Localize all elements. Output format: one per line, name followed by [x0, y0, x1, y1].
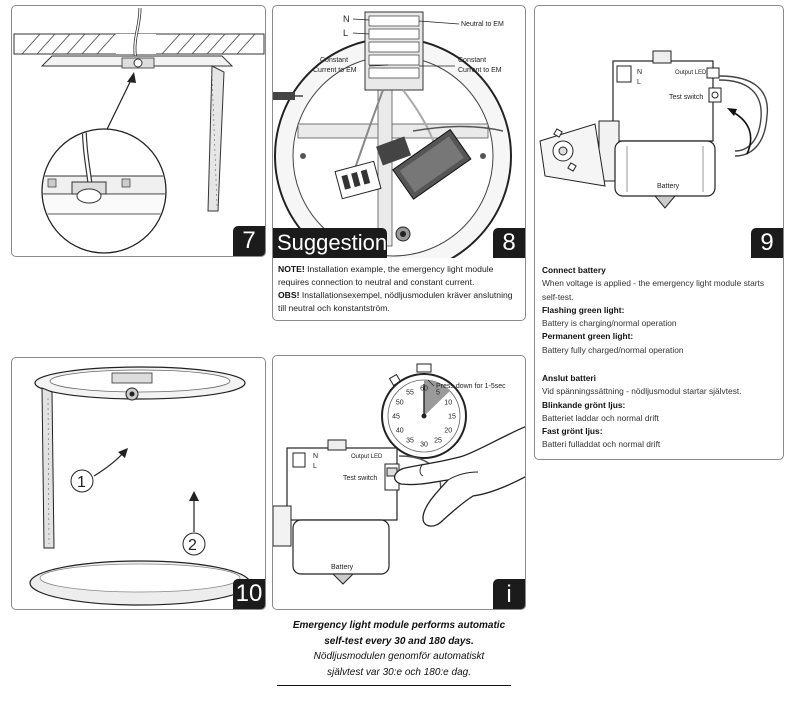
battery-connection-illustration: N L Output LED Test switch Battery: [539, 50, 769, 209]
test-switch-i-label: Test switch: [343, 475, 377, 482]
battery-instructions-sv: Anslut batteri Vid spänningssättning - n…: [542, 372, 780, 452]
anslut-batteri-text: Vid spänningssättning - nödljusmodul sta…: [542, 386, 742, 397]
terminal-label-n: N: [343, 14, 350, 24]
stopwatch-tick-label: 25: [434, 438, 442, 445]
battery-instructions-en: Connect battery When voltage is applied …: [542, 264, 780, 357]
blinkande-text: Batteriet laddar och normal drift: [542, 412, 659, 423]
output-led-i-label: Output LED: [351, 454, 383, 460]
permanent-green-heading: Permanent green light:: [542, 331, 634, 342]
module-label-l: L: [637, 79, 641, 86]
caption-rule: [277, 685, 511, 687]
connect-battery-heading: Connect battery: [542, 265, 606, 275]
stopwatch-tick-label: 30: [420, 442, 428, 449]
constant-current-right-2: Current to EM: [458, 67, 502, 74]
step-number-7: 7: [233, 226, 265, 256]
panel-step-9: N L Output LED Test switch Battery 9 Con…: [534, 5, 784, 460]
caption-en-line-1: Emergency light module performs automati…: [292, 620, 506, 631]
stopwatch-tick-label: 45: [392, 414, 400, 421]
caption-sv-line-2: självtest var 30:e och 180:e dag.: [327, 666, 471, 678]
installation-note: NOTE! Installation example, the emergenc…: [278, 263, 523, 315]
flashing-green-text: Battery is charging/normal operation: [542, 318, 677, 329]
fast-gront-heading: Fast grönt ljus:: [542, 426, 603, 437]
module-i-label-n: N: [313, 453, 318, 460]
fast-gront-text: Batteri fulladdat och normal drift: [542, 439, 661, 450]
stopwatch-tick-label: 55: [406, 389, 414, 396]
wiring-illustration: N L Neutral to EM Constant Current to EM…: [273, 11, 512, 258]
anslut-batteri-heading: Anslut batteri: [542, 373, 596, 383]
caption-sv-line-1: Nödljusmodulen genomför automatiskt: [313, 651, 485, 662]
note-sv-label: OBS!: [278, 290, 300, 300]
permanent-green-text: Battery fully charged/normal operation: [542, 344, 684, 355]
panel-step-8: N L Neutral to EM Constant Current to EM…: [272, 5, 526, 321]
step-number-9: 9: [751, 228, 783, 258]
blinkande-heading: Blinkande grönt ljus:: [542, 399, 626, 410]
connect-battery-text: When voltage is applied - the emergency …: [542, 278, 765, 302]
terminal-label-l: L: [343, 28, 348, 38]
flashing-green-heading: Flashing green light:: [542, 304, 625, 315]
diffuser-mounting-illustration: 1 2: [29, 366, 251, 606]
suggestion-badge: Suggestion: [273, 228, 387, 258]
press-down-label: Press down for 1-5sec: [436, 383, 506, 390]
stopwatch-tick-label: 60: [420, 386, 428, 393]
note-en-label: NOTE!: [278, 264, 305, 274]
panel-step-10: 1 2 10: [11, 357, 266, 610]
battery-label: Battery: [657, 183, 680, 190]
stopwatch-tick-label: 20: [444, 428, 452, 435]
panel-step-7: 7: [11, 5, 266, 257]
constant-current-right-1: Constant: [458, 57, 486, 64]
module-label-n: N: [637, 69, 642, 76]
constant-current-left-1: Constant: [320, 57, 348, 64]
constant-current-left-2: Current to EM: [313, 67, 357, 74]
step-number-10: 10: [233, 579, 265, 609]
stopwatch-tick-label: 35: [406, 438, 414, 445]
output-led-label: Output LED: [675, 70, 707, 76]
self-test-caption: Emergency light module performs automati…: [272, 618, 526, 680]
module-i-label-l: L: [313, 463, 317, 470]
battery-i-label: Battery: [331, 564, 354, 571]
test-switch-label: Test switch: [669, 94, 703, 101]
stopwatch-tick-label: 5: [436, 389, 440, 396]
stopwatch-tick-label: 15: [448, 414, 456, 421]
note-sv-text: Installationsexempel, nödljusmodulen krä…: [278, 290, 513, 313]
step-number-8: 8: [493, 228, 525, 258]
stopwatch-tick-label: 10: [444, 400, 452, 407]
step-marker-1: 1: [77, 474, 86, 491]
neutral-to-em-label: Neutral to EM: [461, 21, 504, 28]
stopwatch-tick-label: 50: [396, 400, 404, 407]
note-en-text: Installation example, the emergency ligh…: [278, 264, 494, 287]
info-number: i: [493, 579, 525, 609]
stopwatch-tick-label: 40: [396, 428, 404, 435]
ceiling-cable-illustration: [13, 7, 265, 254]
step-marker-2: 2: [188, 537, 197, 554]
caption-en-line-2: self-test every 30 and 180 days.: [324, 635, 474, 647]
